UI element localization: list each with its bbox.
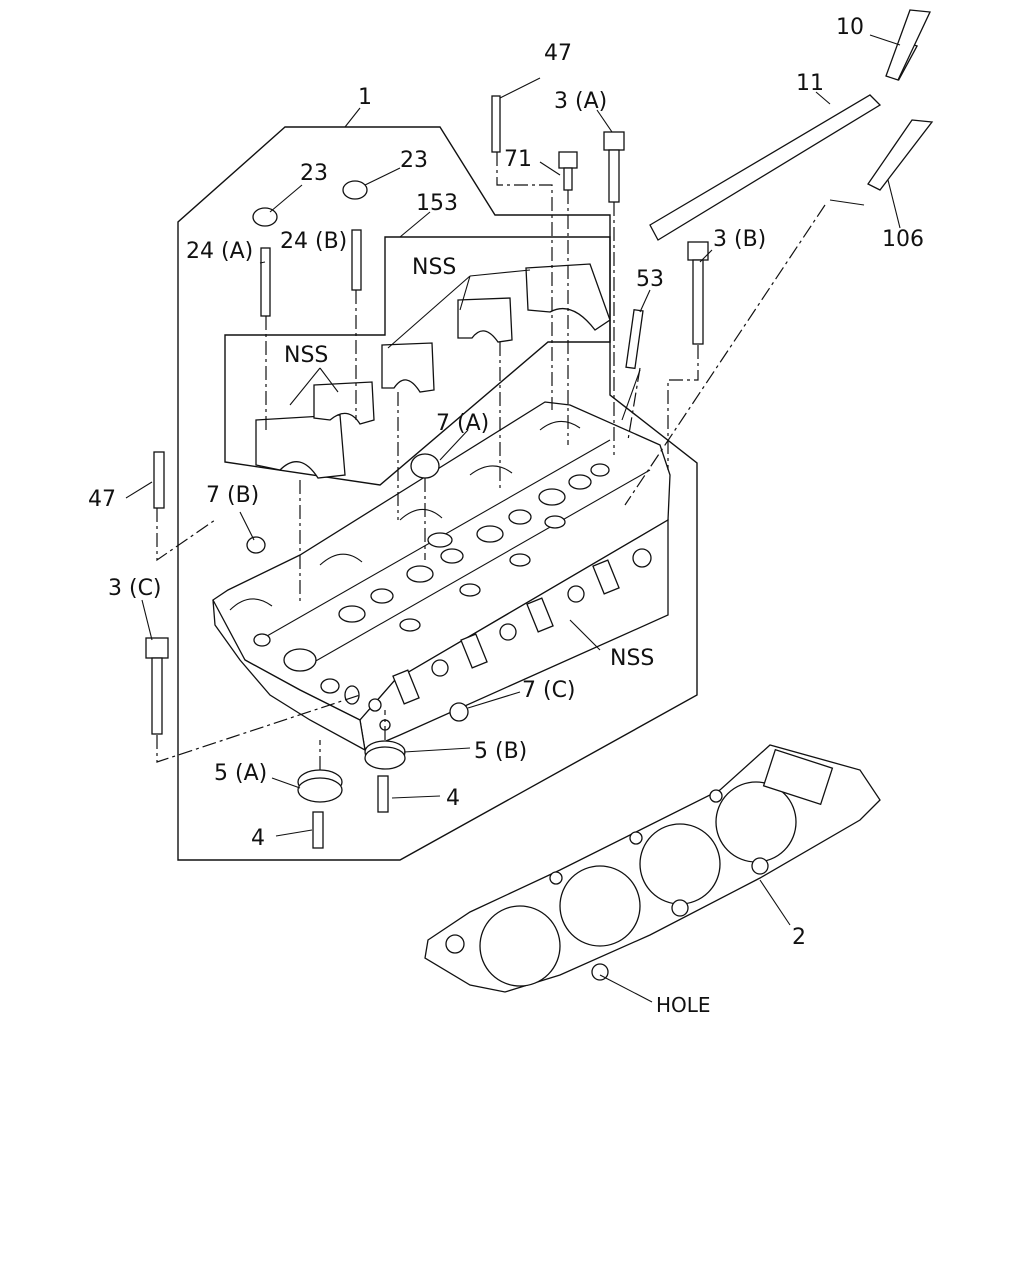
injector-assembly xyxy=(649,9,934,241)
callout-3a: 3 (A) xyxy=(554,89,607,114)
callout-23a: 23 xyxy=(300,161,328,186)
callout-5b: 5 (B) xyxy=(474,739,527,764)
bracket-153 xyxy=(224,236,611,486)
head-gasket xyxy=(424,744,881,993)
stud-47-left xyxy=(153,451,165,509)
nut-23b xyxy=(342,180,368,200)
callout-4b: 4 xyxy=(251,826,265,851)
callout-153: 153 xyxy=(416,191,458,216)
callout-24b: 24 (B) xyxy=(280,229,347,254)
callout-nss-2: NSS xyxy=(284,343,328,368)
assembly-frame xyxy=(177,126,698,861)
callout-4a: 4 xyxy=(446,786,460,811)
stud-24a xyxy=(260,247,271,317)
leader-lines xyxy=(125,34,901,1003)
seal-5b xyxy=(364,740,406,770)
stud-53 xyxy=(625,308,644,370)
callout-10: 10 xyxy=(836,15,864,40)
callout-71: 71 xyxy=(504,147,532,172)
callout-7c: 7 (C) xyxy=(522,678,576,703)
plug-7b xyxy=(246,536,266,554)
callout-23b: 23 xyxy=(400,148,428,173)
stud-24b xyxy=(351,229,362,291)
callout-3c: 3 (C) xyxy=(108,576,162,601)
dowel-4b xyxy=(312,811,324,849)
callout-24a: 24 (A) xyxy=(186,239,253,264)
callout-labels: 1 2 3 (A) 3 (B) 3 (C) 4 4 5 (A) 5 (B) 7 … xyxy=(88,15,924,1017)
nut-23a xyxy=(252,207,278,227)
callout-11: 11 xyxy=(796,71,824,96)
callout-nss-3: NSS xyxy=(610,646,654,671)
bolt-3c xyxy=(145,637,169,735)
dowel-4a xyxy=(377,775,389,813)
callout-3b: 3 (B) xyxy=(713,227,766,252)
plug-7a xyxy=(410,453,440,479)
bolt-71 xyxy=(558,151,578,191)
callout-7b: 7 (B) xyxy=(206,483,259,508)
callout-106: 106 xyxy=(882,227,924,252)
callout-2: 2 xyxy=(792,925,806,950)
callout-5a: 5 (A) xyxy=(214,761,267,786)
stud-47-top xyxy=(491,95,501,153)
callout-nss-1: NSS xyxy=(412,255,456,280)
bolt-3b xyxy=(687,241,709,345)
cylinder-head xyxy=(212,401,671,752)
plug-7c xyxy=(449,702,469,722)
bolt-3a xyxy=(603,131,625,203)
callout-1: 1 xyxy=(358,85,372,110)
callout-hole: HOLE xyxy=(656,993,711,1017)
callout-47-left: 47 xyxy=(88,487,116,512)
seal-5a xyxy=(297,769,343,803)
alignment-lines xyxy=(156,152,826,770)
callout-47-top: 47 xyxy=(544,41,572,66)
callout-7a: 7 (A) xyxy=(436,411,489,436)
callout-53: 53 xyxy=(636,267,664,292)
